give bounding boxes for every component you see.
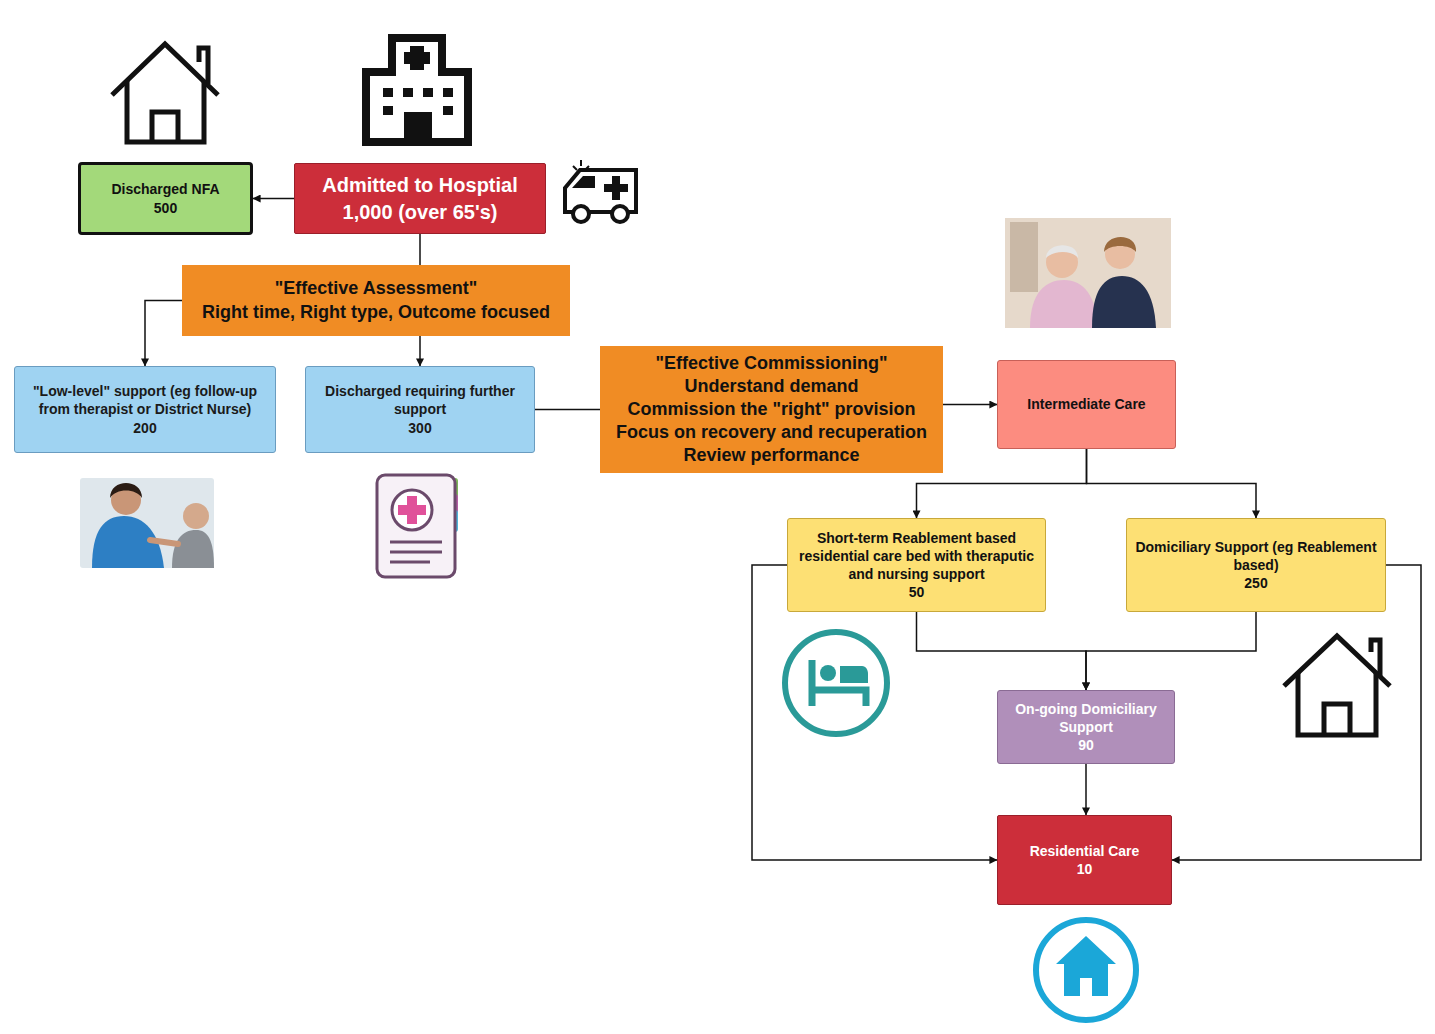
home-door — [1080, 978, 1092, 996]
process-box: "Effective Commissioning"Understand dema… — [600, 346, 943, 473]
photo-patient — [172, 530, 214, 568]
photo-ground — [1005, 218, 1171, 328]
photo-mirror — [1010, 222, 1038, 292]
house-walls — [127, 80, 204, 142]
node-text: Residential Care — [1030, 842, 1140, 860]
process-box: Domiciliary Support (eg Reablement based… — [1126, 518, 1386, 612]
record-badge — [392, 490, 432, 530]
home-circle — [1036, 920, 1136, 1020]
ambulance-icon — [565, 160, 636, 222]
record-lines — [390, 542, 442, 562]
photo-nurse-hair — [110, 483, 142, 498]
node-text: Right time, Right type, Outcome focused — [202, 301, 550, 324]
bed-icon — [785, 632, 887, 734]
node-text: "Effective Commissioning" — [655, 352, 887, 375]
process-box: Admitted to Hosptial1,000 (over 65's) — [294, 163, 546, 234]
node-text: 90 — [1078, 736, 1094, 754]
node-text: On-going Domiciliary Support — [1006, 700, 1166, 736]
node-text: "Effective Assessment" — [275, 277, 478, 300]
house-door — [152, 112, 178, 142]
house-walls — [1298, 672, 1376, 735]
connector — [943, 404, 997, 406]
process-box: "Effective Assessment"Right time, Right … — [182, 265, 570, 336]
photo-carer — [1092, 276, 1156, 328]
record-cross — [398, 496, 426, 524]
record-sheet — [377, 475, 455, 577]
node-text: Focus on recovery and recuperation — [616, 421, 927, 444]
process-box: Short-term Reablement based residential … — [787, 518, 1046, 612]
node-text: 300 — [408, 419, 431, 438]
node-text: 10 — [1077, 860, 1093, 878]
connector — [1085, 764, 1087, 815]
photo-patient — [1030, 280, 1098, 328]
care-photo — [1005, 218, 1171, 328]
nurse-photo — [80, 478, 214, 568]
node-text: Domiciliary Support (eg Reablement based… — [1135, 538, 1377, 574]
node-text: 200 — [133, 419, 156, 438]
process-box: Residential Care10 — [997, 815, 1172, 905]
bed-circle — [785, 632, 887, 734]
house-door — [1324, 704, 1350, 735]
ambulance-cross — [604, 176, 628, 200]
node-text: "Low-level" support (eg follow-up from t… — [23, 382, 267, 419]
hospital-window — [403, 88, 413, 97]
connector — [253, 198, 294, 200]
home-circle-icon — [1036, 920, 1136, 1020]
node-text: 250 — [1244, 574, 1267, 592]
hospital-icon — [366, 38, 468, 142]
connector — [535, 409, 600, 411]
node-text: Discharged requiring further support — [314, 382, 526, 419]
process-box: Discharged requiring further support300 — [305, 366, 535, 453]
bed-blanket — [840, 666, 868, 683]
connector — [1086, 612, 1256, 690]
photo-ground — [80, 478, 214, 568]
process-box: On-going Domiciliary Support90 — [997, 690, 1175, 764]
photo-hand — [150, 540, 178, 544]
photo-patient-head — [1046, 246, 1078, 278]
record-icon — [377, 475, 458, 577]
node-text: 50 — [909, 583, 925, 601]
node-text: Intermediate Care — [1027, 395, 1145, 413]
connector — [1087, 449, 1257, 518]
hospital-outline — [366, 38, 468, 142]
house-icon — [112, 44, 218, 142]
node-text: 500 — [154, 199, 177, 217]
ambulance-siren — [573, 160, 589, 170]
node-text: Short-term Reablement based residential … — [796, 529, 1037, 584]
node-text: Discharged NFA — [111, 180, 219, 198]
node-text: Commission the "right" provision — [627, 398, 915, 421]
node-text: Understand demand — [684, 375, 858, 398]
house-chimney — [1371, 640, 1380, 676]
node-text: Review performance — [683, 444, 859, 467]
house-icon — [1284, 636, 1390, 735]
photo-patient-head — [183, 503, 209, 529]
hospital-window — [383, 106, 393, 115]
connector — [145, 301, 182, 367]
hospital-cross — [404, 46, 430, 70]
node-text: 1,000 (over 65's) — [343, 199, 498, 226]
photo-patient-hair — [1046, 245, 1078, 258]
ambulance-wheel — [612, 206, 628, 222]
house-chimney — [199, 48, 208, 84]
bed-pillow — [820, 665, 836, 681]
connector — [419, 234, 421, 265]
ambulance-wheel — [573, 206, 589, 222]
photo-carer-hair — [1104, 237, 1136, 252]
hospital-window — [443, 88, 453, 97]
hospital-window — [443, 106, 453, 115]
ambulance-window — [572, 176, 595, 188]
process-box: Intermediate Care — [997, 360, 1176, 449]
hospital-window — [383, 88, 393, 97]
node-text: Admitted to Hosptial — [322, 172, 518, 199]
connector — [917, 612, 1087, 690]
hospital-door — [404, 112, 432, 142]
process-box: Discharged NFA500 — [78, 162, 253, 235]
hospital-window — [423, 88, 433, 97]
connector — [419, 336, 421, 366]
process-box: "Low-level" support (eg follow-up from t… — [14, 366, 276, 453]
home-shape — [1056, 936, 1116, 996]
